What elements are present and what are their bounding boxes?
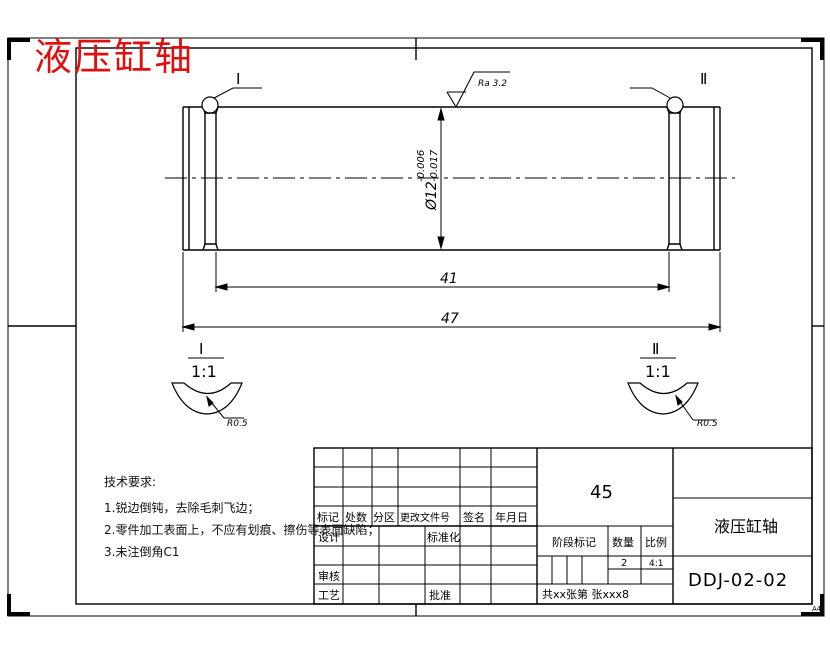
detail-1-leader [206,395,244,419]
dim-text-41: 41 [440,271,458,287]
drawing-number: DDJ-02-02 [688,570,788,591]
label-scale: 比例 [645,535,667,549]
label-standardization: 标准化 [427,530,460,544]
sheet-count: 共xx张第 张xxx8 [542,587,629,601]
callout-label-2: Ⅱ [700,70,707,88]
detail-2-label: Ⅱ [652,340,659,358]
callout-label-1: Ⅰ [236,70,240,88]
callout-leader-1 [213,87,262,99]
dim-line-41 [214,283,671,291]
sheet-size-mark: A4 [812,605,822,613]
detail-1-profile [171,382,243,415]
label-quantity: 数量 [612,536,634,549]
label-process: 工艺 [318,589,340,602]
part-name: 液压缸轴 [714,517,778,536]
detail-1-radius: R0.5 [227,419,248,429]
tech-requirements-heading: 技术要求: [104,475,157,489]
roughness-symbol [446,71,510,109]
diameter-dim-line [437,107,445,250]
label-stage-mark: 阶段标记 [552,535,596,549]
callout-leader-2 [630,87,671,99]
label-review: 审核 [318,569,340,583]
quantity-value: 2 [621,558,627,569]
centering-marks [8,38,824,616]
drawing-title: 液压缸轴 [34,35,195,79]
detail-circle-right [666,96,684,114]
detail-1-scale: 1:1 [191,362,217,381]
detail-2-profile [627,382,699,415]
header-date: 年月日 [495,510,528,524]
detail-circle-left [201,96,219,114]
material-value: 45 [590,482,613,503]
label-approve: 批准 [429,588,451,602]
detail-2-leader [675,394,715,421]
label-design: 设计 [318,531,340,544]
roughness-value: Ra 3.2 [478,79,507,89]
header-count: 处数 [345,511,367,524]
detail-2-radius: R0.5 [697,419,718,429]
corner-marks [7,38,824,616]
header-zone: 分区 [373,511,395,524]
detail-1-label: Ⅰ [199,340,203,358]
scale-value: 4:1 [649,559,663,569]
dim-line-47 [181,323,722,331]
tolerance-lower: -0.017 [429,149,440,182]
tolerance-upper: -0.006 [416,150,427,182]
detail-2-scale: 1:1 [645,362,671,381]
tech-requirement-3: 3.未注倒角C1 [104,545,180,559]
tech-requirement-2: 2.零件加工表面上，不应有划痕、擦伤等表面缺陷； [104,523,380,537]
header-signature: 签名 [463,510,485,524]
tech-requirement-1: 1.锐边倒钝，去除毛刺飞边； [104,501,260,515]
header-mark: 标记 [317,510,339,524]
dim-text-47: 47 [441,311,459,327]
header-change-doc: 更改文件号 [400,511,450,524]
diameter-value: Ø12 [424,181,440,211]
extension-lines [182,252,721,332]
title-block-grid [313,447,813,605]
